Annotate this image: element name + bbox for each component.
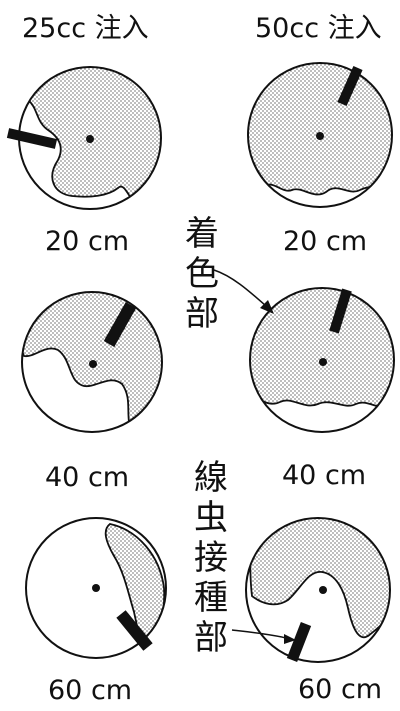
arrowhead-stained [260,300,274,314]
disc-outline-50cc-40cm [249,287,395,433]
depth-label-r3-left: 60 cm [48,675,133,706]
header-25cc: 25cc 注入 [22,13,149,44]
disc-50cc-40cm [249,287,395,433]
disc-50cc-20cm [247,62,393,208]
center-dot-25cc-40cm [89,360,97,368]
depth-label-r2-right: 40 cm [282,460,367,491]
center-dot-25cc-20cm [86,135,94,143]
disc-25cc-60cm [25,517,167,659]
annotation-inoculation-char-1: 線 [194,458,228,498]
stained-area-50cc-20cm [248,63,392,196]
leader-line-inoculation [231,629,287,639]
injection-needle-50cc-40cm [329,288,352,334]
disc-25cc-20cm [6,66,162,210]
annotation-stained-char-1: 着 [185,214,219,254]
center-dot-50cc-20cm [316,132,324,140]
disc-outline-25cc-60cm [25,517,167,659]
injection-needle-50cc-60cm [286,622,312,662]
annotation-inoculation-char-3: 接 [194,538,228,578]
leader-stained [213,269,274,314]
annotation-stained: 着 色 部 [182,214,222,334]
center-dot-50cc-60cm [319,586,327,594]
disc-outline-25cc-40cm [21,291,163,433]
annotation-inoculation-char-4: 種 [194,578,228,618]
depth-label-r3-right: 60 cm [298,674,383,705]
stained-area-25cc-40cm [22,292,162,430]
injection-needle-50cc-20cm [337,65,363,107]
annotation-inoculation-char-5: 部 [194,618,228,658]
leader-inoculation [231,629,296,644]
injection-needle-25cc-60cm [116,610,153,651]
stained-area-25cc-20cm [27,67,161,204]
annotation-stained-char-3: 部 [185,294,219,334]
annotation-inoculation: 線 虫 接 種 部 [191,458,231,658]
depth-label-r2-left: 40 cm [45,462,130,493]
annotation-inoculation-char-2: 虫 [194,498,228,538]
stained-area-50cc-40cm [250,288,394,409]
center-dot-50cc-40cm [319,358,327,366]
disc-outline-50cc-20cm [247,62,393,208]
center-dot-25cc-60cm [92,584,100,592]
depth-label-r1-right: 20 cm [283,226,368,257]
injection-needle-25cc-20cm [6,128,58,149]
header-50cc: 50cc 注入 [255,13,382,44]
leader-line-stained [213,269,267,307]
annotation-stained-char-2: 色 [185,254,219,294]
disc-outline-50cc-60cm [245,517,391,663]
disc-25cc-40cm [21,291,163,433]
disc-50cc-60cm [245,517,391,663]
depth-label-r1-left: 20 cm [45,226,130,257]
injection-needle-25cc-40cm [103,302,137,347]
stained-area-50cc-60cm [249,518,390,639]
arrowhead-inoculation [284,634,296,644]
